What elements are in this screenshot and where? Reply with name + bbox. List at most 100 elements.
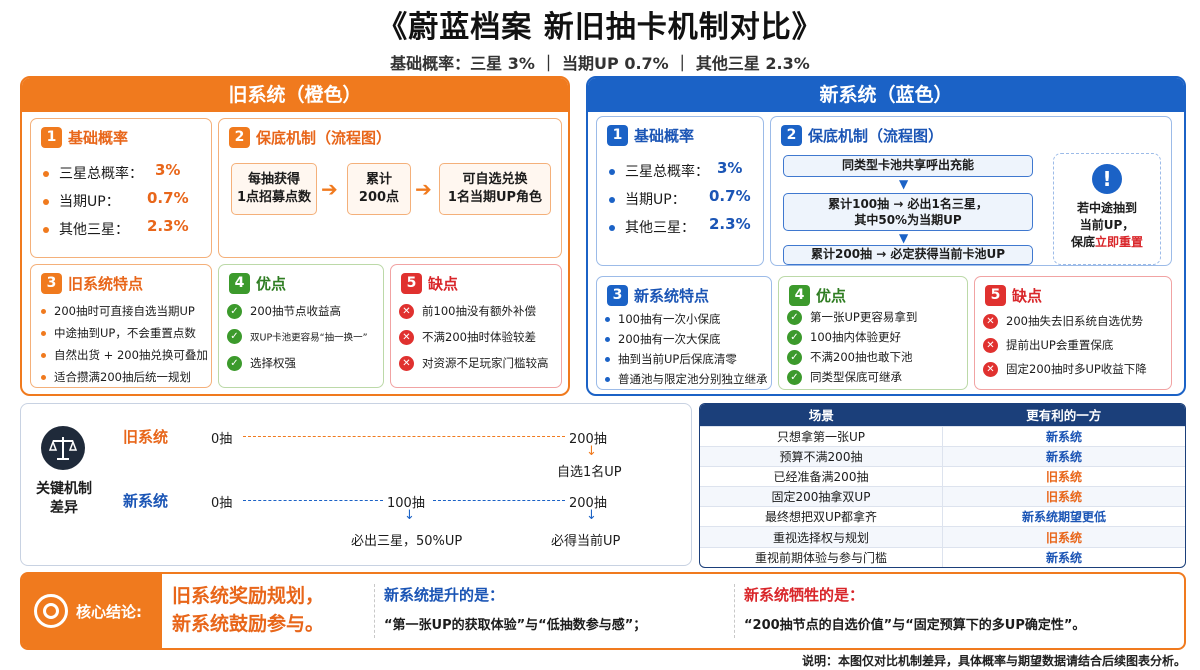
new-cons-num: 5: [985, 285, 1006, 306]
old-system-header: 旧系统（橙色）: [22, 78, 568, 112]
table-header-scene: 场景: [700, 404, 943, 426]
check-icon: ✓: [227, 355, 242, 371]
old-flow-step: 累计 200点: [347, 163, 411, 215]
new-features-box: 3 新系统特点 100抽有一次小保底 200抽有一次大保底 抽到当前UP后保底清零…: [596, 276, 772, 390]
list-item: ✕200抽失去旧系统自选优势: [983, 313, 1143, 329]
list-item: 200抽时可直接自选当期UP: [41, 303, 195, 319]
new-basic-row: 其他三星：: [609, 217, 695, 237]
list-item: ✕不满200抽时体验较差: [399, 329, 536, 345]
check-icon: ✓: [787, 349, 802, 365]
list-item: ✕提前出UP会重置保底: [983, 337, 1113, 353]
key-difference-box: 关键机制 差异 旧系统 0抽 200抽 ↓ 自选1名UP 新系统 0抽 100抽…: [20, 403, 692, 566]
new-basic-num: 1: [607, 125, 628, 146]
new-timeline-end-note: 必得当前UP: [551, 534, 621, 549]
new-pros-num: 4: [789, 285, 810, 306]
list-item: ✓双UP卡池更容易“抽一换一”: [227, 329, 368, 344]
list-item: 中途抽到UP，不会重置点数: [41, 325, 196, 341]
new-basic-value: 0.7%: [709, 187, 751, 205]
list-item: 自然出货 + 200抽兑换可叠加: [41, 347, 208, 363]
new-basic-value: 3%: [717, 159, 743, 177]
gain-text: “第一张UP的获取体验”与“低抽数参与感”；: [384, 618, 647, 633]
new-basic-row: 当期UP：: [609, 189, 686, 209]
cross-icon: ✕: [983, 337, 998, 353]
scale-icon: [41, 426, 85, 470]
list-item: 抽到当前UP后保底清零: [605, 351, 737, 367]
key-difference-label: 关键机制 差异: [36, 481, 92, 516]
list-item: ✕固定200抽时多UP收益下降: [983, 361, 1147, 377]
arrow-right-icon: ➔: [415, 177, 432, 201]
cross-icon: ✕: [399, 355, 414, 371]
page-title: 《蔚蓝档案 新旧抽卡机制对比》: [377, 10, 823, 45]
exclamation-icon: !: [1092, 164, 1122, 194]
cross-icon: ✕: [399, 329, 414, 345]
footnote: 说明：本图仅对比机制差异，具体概率与期望数据请结合后续图表分析。: [801, 654, 1186, 668]
table-row: 重视前期体验与参与门槛新系统: [700, 546, 1185, 568]
old-guarantee-num: 2: [229, 127, 250, 148]
old-timeline-line: [243, 436, 565, 437]
old-basic-value: 0.7%: [147, 189, 189, 207]
old-flow-step: 每抽获得 1点招募点数: [231, 163, 317, 215]
page-subtitle: 基础概率：三星 3% ｜ 当期UP 0.7% ｜ 其他三星 2.3%: [390, 54, 810, 73]
new-system-header: 新系统（蓝色）: [588, 78, 1184, 112]
cross-icon: ✕: [983, 361, 998, 377]
arrow-down-icon: ↓: [586, 444, 597, 459]
list-item: ✓选择权强: [227, 355, 296, 371]
new-features-title: 新系统特点: [634, 287, 710, 305]
list-item: ✓100抽内体验更好: [787, 329, 901, 345]
check-icon: ✓: [227, 329, 242, 344]
old-guarantee-title: 保底机制（流程图）: [256, 129, 392, 147]
new-features-num: 3: [607, 285, 628, 306]
new-basic-title: 基础概率: [634, 127, 695, 145]
check-icon: ✓: [227, 303, 242, 319]
new-flow-step: 累计200抽 → 必定获得当前卡池UP: [783, 245, 1033, 265]
reset-note-text: 若中途抽到 当前UP， 保底: [1070, 201, 1137, 249]
new-flow-step: 累计100抽 → 必出1名三星， 其中50%为当期UP: [783, 193, 1033, 231]
table-row: 最终想把双UP都拿齐新系统期望更低: [700, 506, 1185, 527]
new-pros-title: 优点: [816, 287, 847, 305]
new-timeline-start: 0抽: [211, 496, 233, 511]
conclusion-label-box: 核心结论:: [22, 574, 162, 648]
list-item: ✓同类型保底可继承: [787, 369, 902, 385]
list-item: 普通池与限定池分别独立继承: [605, 371, 768, 387]
check-icon: ✓: [787, 309, 802, 325]
old-basic-title: 基础概率: [68, 129, 129, 147]
arrow-down-icon: ▼: [899, 177, 909, 191]
conclusion-label: 核心结论:: [76, 603, 142, 621]
cross-icon: ✕: [399, 303, 414, 319]
new-guarantee-num: 2: [781, 125, 802, 146]
reset-note-highlight: 立即重置: [1095, 235, 1144, 249]
old-basic-num: 1: [41, 127, 62, 148]
new-timeline-end: 200抽: [569, 496, 607, 511]
old-cons-title: 缺点: [428, 275, 459, 293]
old-pros-num: 4: [229, 273, 250, 294]
old-basic-row: 当期UP：: [43, 191, 120, 211]
new-timeline-mid: 100抽: [387, 496, 425, 511]
target-icon: [34, 594, 68, 628]
table-header-winner: 更有利的一方: [942, 404, 1185, 426]
check-icon: ✓: [787, 369, 802, 385]
list-item: ✕对资源不足玩家门槛较高: [399, 355, 549, 371]
cross-icon: ✕: [983, 313, 998, 329]
old-cons-num: 5: [401, 273, 422, 294]
new-timeline-line: [243, 500, 383, 501]
gain-title: 新系统提升的是：: [384, 586, 505, 604]
check-icon: ✓: [787, 329, 802, 345]
old-basic-value: 2.3%: [147, 217, 189, 235]
old-timeline-end-note: 自选1名UP: [557, 465, 622, 480]
list-item: 200抽有一次大保底: [605, 331, 720, 347]
old-timeline-start: 0抽: [211, 432, 233, 447]
conclusion-box: 核心结论: 旧系统奖励规划， 新系统鼓励参与。 新系统提升的是： “第一张UP的…: [20, 572, 1186, 650]
list-item: 100抽有一次小保底: [605, 311, 720, 327]
new-timeline-mid-note: 必出三星，50%UP: [351, 534, 463, 549]
